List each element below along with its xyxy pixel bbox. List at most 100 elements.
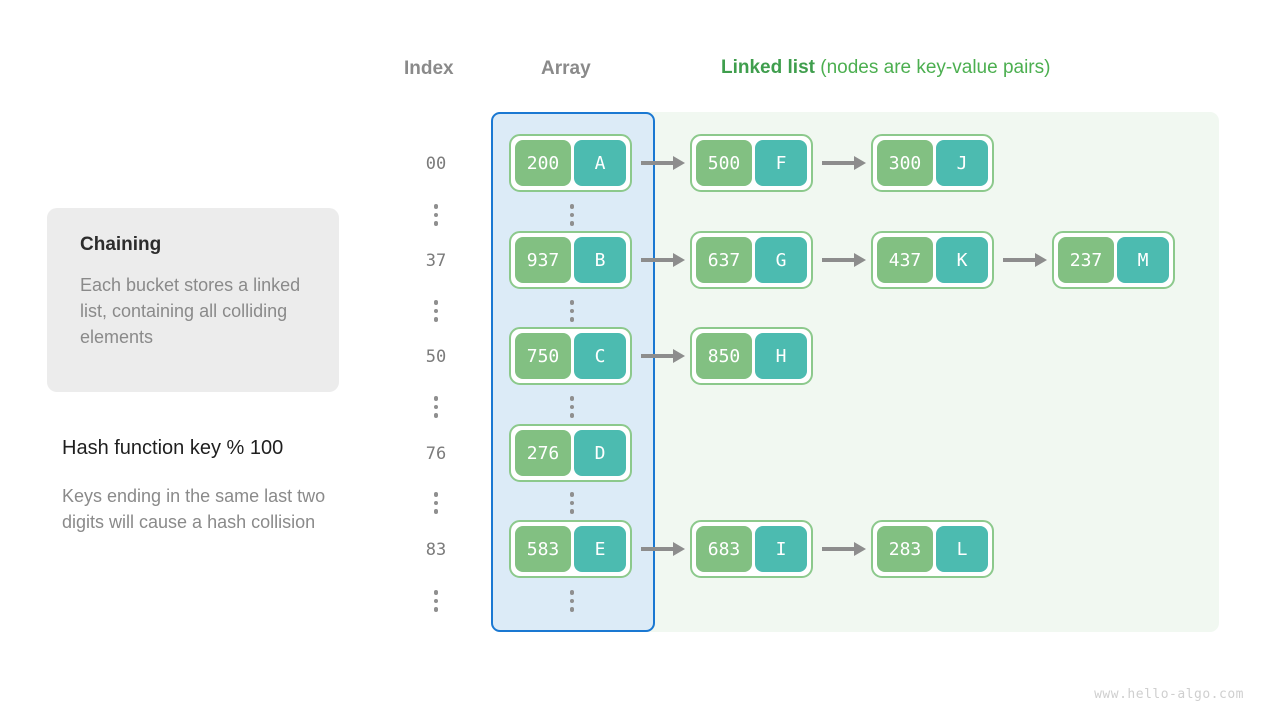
dot xyxy=(569,500,575,505)
node-key: 683 xyxy=(696,526,752,572)
next-pointer-arrow xyxy=(641,542,685,556)
dot xyxy=(569,204,575,209)
dot xyxy=(569,492,575,497)
dot xyxy=(569,212,575,217)
node-key: 200 xyxy=(515,140,571,186)
array-ellipsis xyxy=(565,396,579,418)
dot xyxy=(433,492,439,497)
bucket-index-label: 83 xyxy=(425,540,447,560)
node-key: 283 xyxy=(877,526,933,572)
node-value: F xyxy=(755,140,807,186)
arrow-head xyxy=(673,156,685,170)
node-value: I xyxy=(755,526,807,572)
dot xyxy=(569,308,575,313)
next-pointer-arrow xyxy=(822,253,866,267)
dot xyxy=(569,404,575,409)
node-value: C xyxy=(574,333,626,379)
arrow-shaft xyxy=(641,161,675,165)
linked-list-heading-rest: (nodes are key-value pairs) xyxy=(814,57,1051,78)
node-value: M xyxy=(1117,237,1169,283)
dot xyxy=(569,598,575,603)
bucket-index-label: 50 xyxy=(425,347,447,367)
dot xyxy=(569,317,575,322)
index-ellipsis xyxy=(429,204,443,226)
hash-function-title: Hash function key % 100 xyxy=(62,437,284,459)
node-key: 637 xyxy=(696,237,752,283)
column-heading-index: Index xyxy=(404,58,454,79)
next-pointer-arrow xyxy=(641,156,685,170)
next-pointer-arrow xyxy=(822,156,866,170)
node-key: 276 xyxy=(515,430,571,476)
node-key: 300 xyxy=(877,140,933,186)
dot xyxy=(433,396,439,401)
arrow-shaft xyxy=(1003,258,1037,262)
node-key: 750 xyxy=(515,333,571,379)
node-value: K xyxy=(936,237,988,283)
next-pointer-arrow xyxy=(822,542,866,556)
node-key: 850 xyxy=(696,333,752,379)
next-pointer-arrow xyxy=(1003,253,1047,267)
array-ellipsis xyxy=(565,590,579,612)
column-heading-linked-list: Linked list (nodes are key-value pairs) xyxy=(721,57,1050,79)
node-value: J xyxy=(936,140,988,186)
arrow-shaft xyxy=(641,258,675,262)
arrow-head xyxy=(854,253,866,267)
bucket-index-label: 00 xyxy=(425,154,447,174)
dot xyxy=(433,607,439,612)
array-ellipsis xyxy=(565,300,579,322)
chaining-description: Each bucket stores a linked list, contai… xyxy=(80,275,301,347)
dot xyxy=(433,598,439,603)
node-value: G xyxy=(755,237,807,283)
bucket-index-label: 76 xyxy=(425,444,447,464)
chaining-title: Chaining xyxy=(80,234,162,255)
index-ellipsis xyxy=(429,396,443,418)
dot xyxy=(569,607,575,612)
dot xyxy=(433,413,439,418)
arrow-head xyxy=(1035,253,1047,267)
dot xyxy=(569,221,575,226)
dot xyxy=(433,590,439,595)
dot xyxy=(433,300,439,305)
node-value: B xyxy=(574,237,626,283)
node-value: A xyxy=(574,140,626,186)
arrow-head xyxy=(854,542,866,556)
node-value: D xyxy=(574,430,626,476)
dot xyxy=(433,404,439,409)
node-value: E xyxy=(574,526,626,572)
dot xyxy=(569,300,575,305)
dot xyxy=(569,396,575,401)
dot xyxy=(569,509,575,514)
node-key: 937 xyxy=(515,237,571,283)
chaining-info-card: Chaining Each bucket stores a linked lis… xyxy=(47,208,339,392)
hash-function-description: Keys ending in the same last two digits … xyxy=(62,486,326,532)
node-value: L xyxy=(936,526,988,572)
array-ellipsis xyxy=(565,204,579,226)
index-ellipsis xyxy=(429,300,443,322)
arrow-head xyxy=(673,253,685,267)
dot xyxy=(433,509,439,514)
node-key: 583 xyxy=(515,526,571,572)
next-pointer-arrow xyxy=(641,349,685,363)
arrow-shaft xyxy=(822,547,856,551)
arrow-head xyxy=(673,349,685,363)
arrow-head xyxy=(854,156,866,170)
dot xyxy=(569,413,575,418)
arrow-shaft xyxy=(641,354,675,358)
dot xyxy=(433,221,439,226)
bucket-index-label: 37 xyxy=(425,251,447,271)
column-heading-array: Array xyxy=(541,58,591,79)
linked-list-heading-strong: Linked list xyxy=(721,57,815,78)
index-ellipsis xyxy=(429,492,443,514)
dot xyxy=(433,308,439,313)
